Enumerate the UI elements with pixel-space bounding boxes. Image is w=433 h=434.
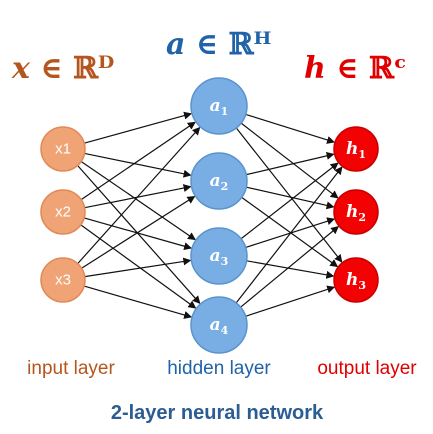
edge-x1-a2: [84, 152, 192, 178]
hidden-layer-label: hidden layer: [167, 358, 271, 379]
edge-a2-h2: [246, 186, 335, 210]
edge-a2-h3: [241, 196, 339, 268]
input-node-label: x2: [55, 204, 71, 221]
hidden-node-label: a3: [210, 246, 229, 268]
input-layer-nodes: x1 x2 x3: [40, 126, 86, 303]
output-node-label: h1: [346, 139, 366, 161]
output-node-label: h2: [346, 202, 366, 224]
edge-a4-h2: [240, 225, 340, 308]
edge-a2-h1: [246, 151, 335, 176]
input-node-label: x1: [55, 141, 71, 158]
edge-a1-h2: [240, 122, 339, 199]
hidden-node-label: a1: [210, 96, 229, 118]
edge-x3-a4: [83, 285, 193, 319]
output-layer-label: output layer: [317, 358, 417, 379]
hidden-node-4: [190, 296, 248, 354]
hidden-node-label: a2: [210, 171, 229, 193]
edge-x2-a4: [80, 224, 197, 309]
edge-a4-h3: [245, 285, 336, 317]
diagram-title: 2-layer neural network: [111, 402, 324, 424]
edge-x2-a1: [80, 121, 196, 201]
output-node-3: [333, 257, 379, 303]
hidden-space-formula: a ∈ ℝᴴ: [166, 27, 271, 62]
hidden-node-label: a4: [210, 315, 229, 337]
hidden-node-1: [190, 77, 248, 135]
output-space-formula: h ∈ ℝᶜ: [304, 51, 407, 86]
output-node-label: h3: [346, 270, 366, 292]
edge-x3-a3: [84, 257, 192, 278]
input-space-formula: x ∈ ℝᴰ: [11, 51, 114, 86]
edge-x1-a4: [77, 165, 201, 305]
input-node-1: [40, 126, 86, 172]
edges-input-to-hidden: [77, 111, 201, 319]
edge-a3-h1: [240, 162, 339, 240]
input-node-label: x3: [55, 272, 71, 289]
edge-a1-h1: [245, 113, 336, 144]
hidden-layer-nodes: a1 a2 a3 a4: [190, 77, 248, 354]
edge-x3-a2: [81, 196, 196, 269]
output-node-2: [333, 189, 379, 235]
input-node-3: [40, 257, 86, 303]
output-layer-nodes: h1 h2 h3: [333, 126, 379, 303]
input-node-2: [40, 189, 86, 235]
edge-x1-a1: [84, 111, 193, 144]
edge-a3-h3: [246, 260, 335, 279]
edge-x1-a3: [80, 160, 196, 241]
output-node-1: [333, 126, 379, 172]
input-layer-label: input layer: [27, 358, 115, 379]
edge-x3-a1: [77, 126, 201, 265]
hidden-node-3: [190, 227, 248, 285]
edges-hidden-to-output: [235, 113, 343, 317]
edge-a4-h1: [235, 166, 343, 304]
hidden-node-2: [190, 152, 248, 210]
edge-a1-h3: [235, 127, 343, 263]
